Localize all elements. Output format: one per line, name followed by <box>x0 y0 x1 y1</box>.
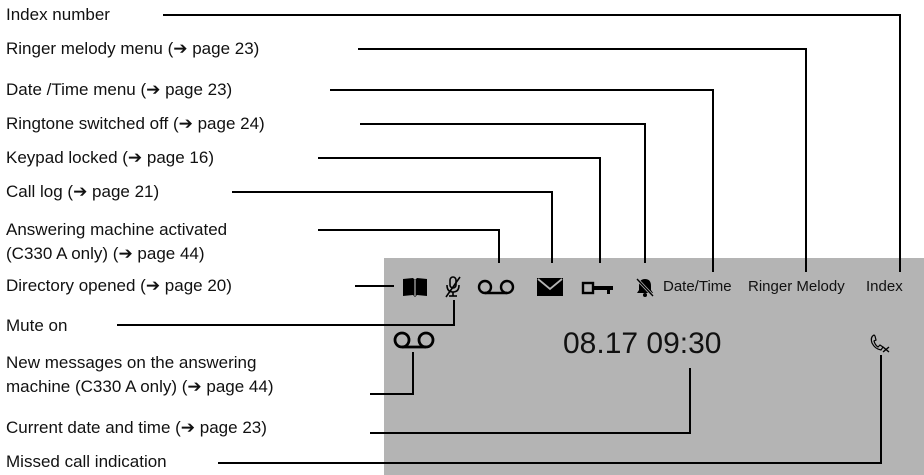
label-mute-on: Mute on <box>6 316 68 335</box>
leader-ringer-melody <box>358 48 807 272</box>
leader-call-log <box>232 191 553 263</box>
status-index: Index <box>866 278 903 295</box>
key-icon <box>581 281 613 295</box>
envelope-icon <box>537 278 563 296</box>
label-missed-call: Missed call indication <box>6 452 167 471</box>
answering-machine-icon <box>477 279 515 295</box>
label-call-log: Call log (➔ page 21) <box>6 182 160 201</box>
label-index-number: Index number <box>6 5 110 24</box>
status-date-time: Date/Time <box>663 278 732 295</box>
label-new-messages: New messages on the answering machine (C… <box>6 353 274 397</box>
label-answering-machine-line1: Answering machine activated <box>6 220 228 239</box>
leader-current-date-time <box>370 368 691 434</box>
current-date-time-display: 08.17 09:30 <box>563 327 722 360</box>
label-ringtone-off: Ringtone switched off (➔ page 24) <box>6 114 265 133</box>
label-current-date-time: Current date and time (➔ page 23) <box>6 418 267 437</box>
label-answering-machine: Answering machine activated (C330 A only… <box>6 220 227 264</box>
mute-icon <box>445 276 461 298</box>
leader-keypad-locked <box>318 157 601 263</box>
label-ringer-melody-menu: Ringer melody menu (➔ page 23) <box>6 39 260 58</box>
label-new-messages-line2: machine (C330 A only) (➔ page 44) <box>6 377 274 396</box>
ringer-off-icon <box>635 277 655 298</box>
leader-index-number <box>163 14 901 272</box>
label-keypad-locked: Keypad locked (➔ page 16) <box>6 148 214 167</box>
missed-call-icon <box>870 334 890 353</box>
leader-missed-call <box>218 355 882 464</box>
new-messages-icon <box>393 331 435 349</box>
handset-display <box>384 258 924 475</box>
leader-mute <box>117 300 455 326</box>
leader-answering-machine <box>318 229 500 263</box>
label-new-messages-line1: New messages on the answering <box>6 353 257 372</box>
directory-icon <box>403 278 427 297</box>
leader-ringtone-off <box>360 123 646 263</box>
leader-new-messages <box>370 352 414 395</box>
leader-date-time <box>330 89 714 272</box>
label-answering-machine-line2: (C330 A only) (➔ page 44) <box>6 244 205 263</box>
status-ringer-melody: Ringer Melody <box>748 278 845 295</box>
label-date-time-menu: Date /Time menu (➔ page 23) <box>6 80 233 99</box>
label-directory-opened: Directory opened (➔ page 20) <box>6 276 232 295</box>
